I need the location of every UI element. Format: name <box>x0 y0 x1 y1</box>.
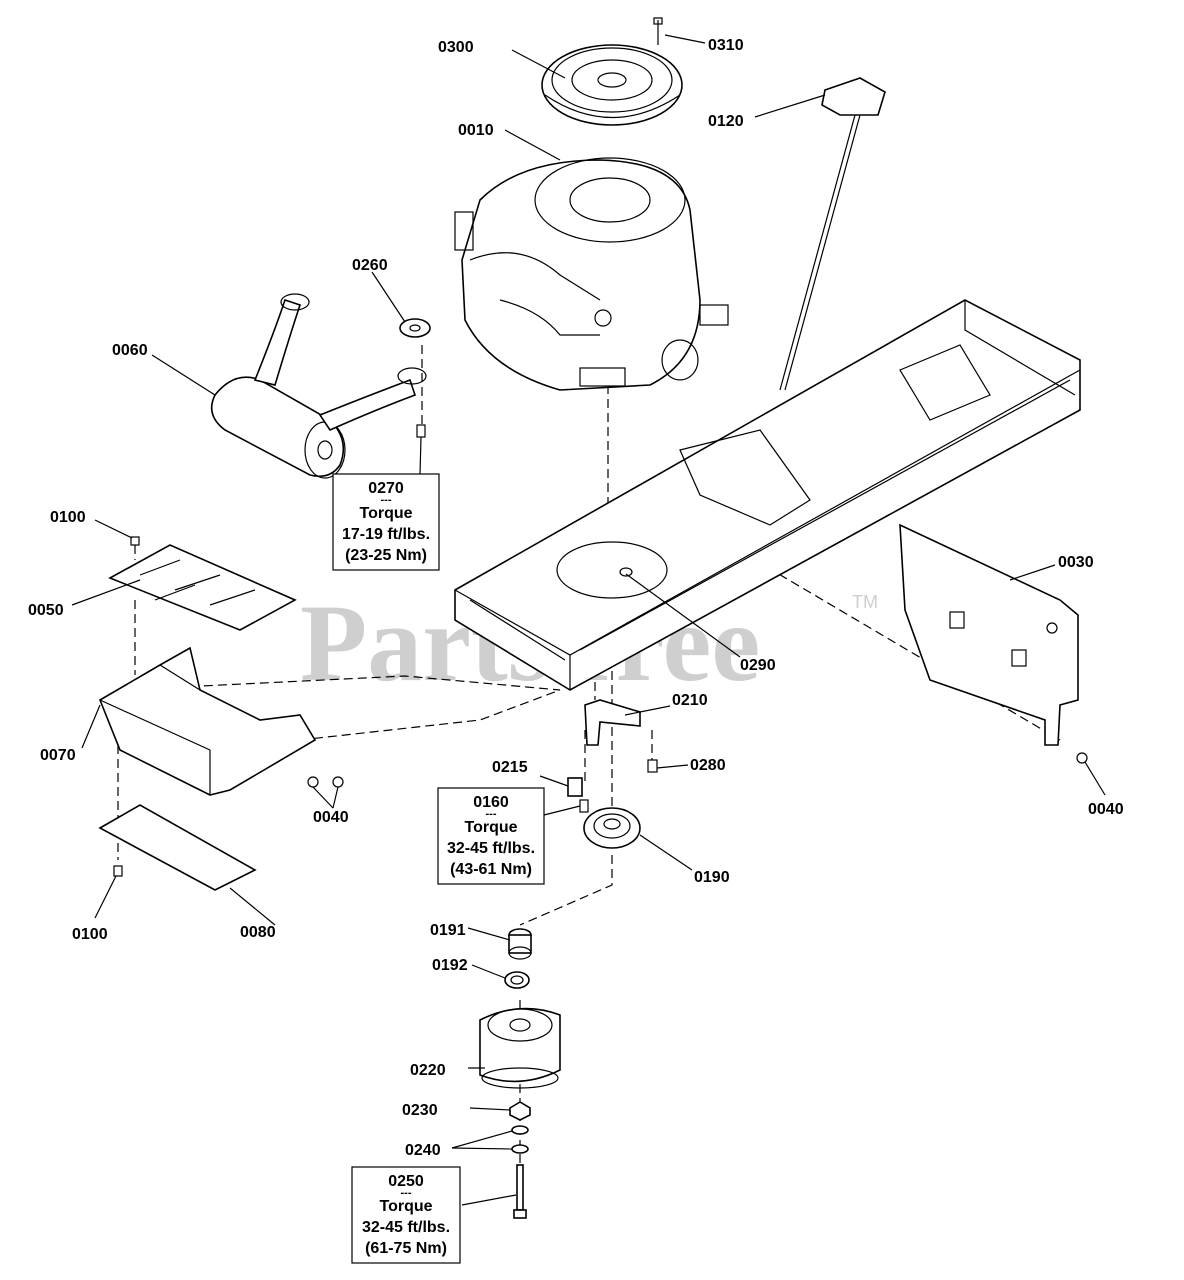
gasket-0260 <box>399 318 431 338</box>
screw-0100-top <box>130 536 140 546</box>
leader-lines <box>71 34 1106 1206</box>
screw-0310 <box>653 17 663 45</box>
callout-0030: 0030 <box>1058 554 1094 571</box>
callout-0190: 0190 <box>694 869 730 886</box>
torque-box-0250-line-4: 32-45 ft/lbs. <box>362 1219 450 1236</box>
torque-box-0160-line-2: --- <box>486 808 497 820</box>
callout-0290: 0290 <box>740 657 776 674</box>
pto-clutch-0220 <box>479 1007 561 1089</box>
callout-0040-right: 0040 <box>1088 801 1124 818</box>
torque-box-0160-line-4: 32-45 ft/lbs. <box>447 840 535 857</box>
callout-0260: 0260 <box>352 257 388 274</box>
callout-0010: 0010 <box>458 122 494 139</box>
callout-0215: 0215 <box>492 759 528 776</box>
bolt-0160 <box>579 799 589 813</box>
torque-box-0250-line-2: --- <box>401 1187 412 1199</box>
callout-0230: 0230 <box>402 1102 438 1119</box>
torque-box-0160: 0160 --- Torque 32-45 ft/lbs. (43-61 Nm) <box>437 787 545 885</box>
spacer-0191 <box>508 928 532 960</box>
nut-0230 <box>509 1101 531 1121</box>
callout-0100-top: 0100 <box>50 509 86 526</box>
torque-box-0270-line-1: 0270 <box>368 480 404 497</box>
callout-0120: 0120 <box>708 113 744 130</box>
torque-box-0160-line-1: 0160 <box>473 794 509 811</box>
callout-labels: 0300 0310 0120 0010 0260 0060 0100 0050 … <box>28 37 1124 1159</box>
frame-chassis <box>454 299 1081 691</box>
muffler <box>210 293 427 479</box>
callout-0100-bottom: 0100 <box>72 926 108 943</box>
torque-box-0250: 0250 --- Torque 32-45 ft/lbs. (61-75 Nm) <box>351 1166 461 1264</box>
callout-0050: 0050 <box>28 602 64 619</box>
watermark-trademark: TM <box>852 592 878 612</box>
heat-shield-0050 <box>108 544 297 631</box>
torque-box-0160-line-3: Torque <box>464 819 517 836</box>
callout-0240: 0240 <box>405 1142 441 1159</box>
grass-screen <box>541 44 683 126</box>
washers-0240 <box>511 1125 529 1154</box>
callout-0192: 0192 <box>432 957 468 974</box>
torque-box-0250-line-3: Torque <box>379 1198 432 1215</box>
key-0215 <box>567 777 583 797</box>
torque-box-0160-line-5: (43-61 Nm) <box>450 861 532 878</box>
torque-box-0270: 0270 --- Torque 17-19 ft/lbs. (23-25 Nm) <box>332 473 440 571</box>
callout-0080: 0080 <box>240 924 276 941</box>
plate-0080 <box>98 804 257 891</box>
nuts-0040-left <box>307 776 344 788</box>
callout-0210: 0210 <box>672 692 708 709</box>
callout-0040-left: 0040 <box>313 809 349 826</box>
bolt-0250 <box>513 1164 527 1219</box>
callout-0310: 0310 <box>708 37 744 54</box>
callout-0220: 0220 <box>410 1062 446 1079</box>
side-panel-0030 <box>899 523 1079 746</box>
screw-0100-bottom <box>113 865 123 877</box>
torque-box-0250-line-1: 0250 <box>388 1173 424 1190</box>
callout-0191: 0191 <box>430 922 466 939</box>
torque-box-0270-line-3: Torque <box>359 505 412 522</box>
torque-box-0270-line-5: (23-25 Nm) <box>345 547 427 564</box>
callout-0060: 0060 <box>112 342 148 359</box>
bolt-0280 <box>647 759 658 773</box>
torque-box-0270-line-4: 17-19 ft/lbs. <box>342 526 430 543</box>
nut-0040-right <box>1076 752 1088 764</box>
engine <box>454 157 729 391</box>
callout-0300: 0300 <box>438 39 474 56</box>
pulley-0190 <box>583 807 641 849</box>
throttle-control <box>779 77 886 391</box>
torque-box-0250-line-5: (61-75 Nm) <box>365 1240 447 1257</box>
bolt-0270 <box>416 424 426 438</box>
callout-0070: 0070 <box>40 747 76 764</box>
bearing-0192 <box>504 971 530 989</box>
bracket-0070 <box>99 646 317 796</box>
bracket-0210 <box>584 699 641 746</box>
torque-box-0270-line-2: --- <box>381 494 392 506</box>
callout-0280: 0280 <box>690 757 726 774</box>
